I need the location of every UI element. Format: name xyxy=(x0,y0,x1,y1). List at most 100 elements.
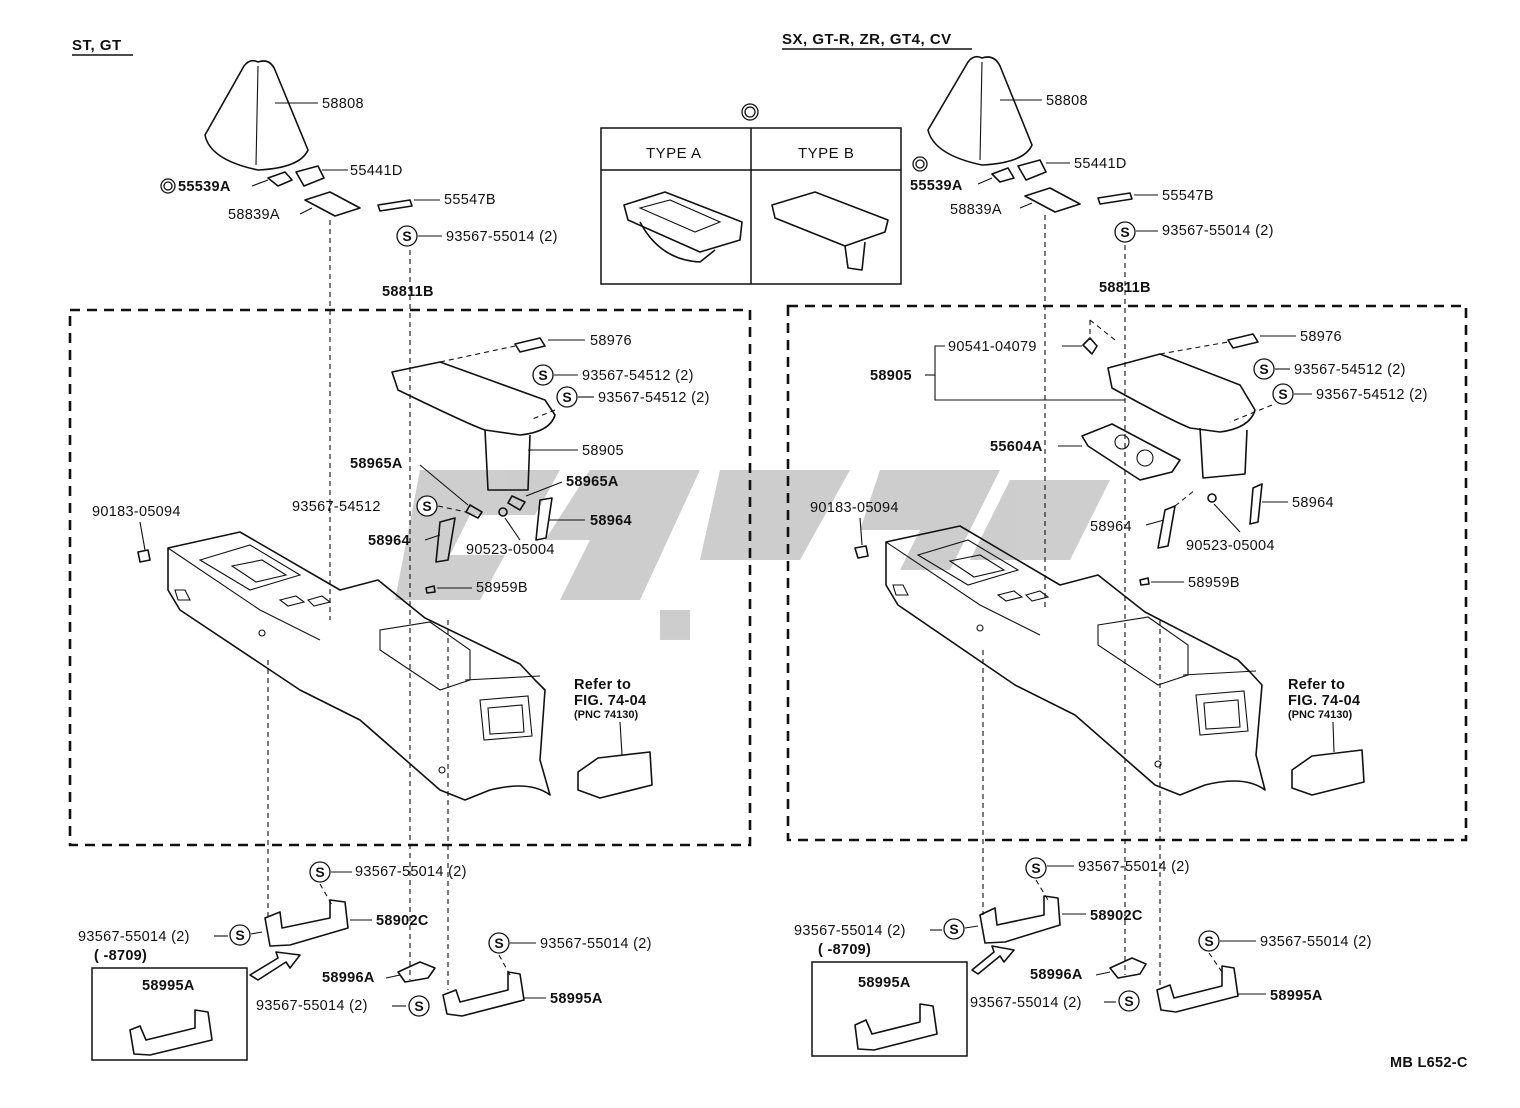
label-55441d-right: 55441D xyxy=(1074,156,1127,172)
label-58996a-right: 58996A xyxy=(1030,967,1083,983)
label-58995a-box-right: 58995A xyxy=(858,975,911,991)
plug-58959b-left xyxy=(425,585,436,594)
svg-text:S: S xyxy=(1120,224,1129,240)
label-58976-left: 58976 xyxy=(590,333,632,349)
label-58902c-left: 58902C xyxy=(376,913,429,929)
bracket-58902c-right xyxy=(979,895,1061,944)
label-90183-right: 90183-05094 xyxy=(810,500,899,516)
label-54512-b-right: 93567-54512 (2) xyxy=(1316,387,1428,403)
label-screw-b4-left: 93567-55014 (2) xyxy=(256,998,368,1014)
armrest-lid-left xyxy=(391,361,556,436)
console-vent-right xyxy=(1195,690,1249,736)
console-body-right xyxy=(885,525,1266,796)
arrow-icon-right xyxy=(971,945,1015,975)
clip-90541-right xyxy=(1082,337,1098,355)
label-date-code-left: ( -8709) xyxy=(94,948,147,964)
cover-55441d-left xyxy=(295,165,325,187)
label-55539a-right: 55539A xyxy=(910,178,963,194)
label-54512-a-right: 93567-54512 (2) xyxy=(1294,362,1406,378)
bracket-58995a-box-right xyxy=(854,1003,938,1051)
inset-box-right xyxy=(811,961,968,1057)
right-group: SX, GT-R, ZR, GT4, CV 58808 55441D 55539… xyxy=(782,31,1468,1057)
label-58811b-left: 58811B xyxy=(382,284,434,300)
footer-code: MB L652-C xyxy=(1390,1055,1468,1071)
label-58839a-right: 58839A xyxy=(950,202,1002,218)
clip-55547b-right xyxy=(1097,192,1133,205)
s-symbol-icon: S xyxy=(396,225,418,247)
label-58964-left-b: 58964 xyxy=(590,513,632,529)
label-58808-left: 58808 xyxy=(322,96,364,112)
label-date-code-right: ( -8709) xyxy=(818,942,871,958)
armrest-hinge-left xyxy=(484,429,531,491)
watermark-logo xyxy=(395,470,1110,640)
label-screw-b1-right: 93567-55014 (2) xyxy=(1078,859,1190,875)
clip-90183-right xyxy=(854,545,869,559)
variant-label-left: ST, GT xyxy=(72,37,122,54)
label-58959b-right: 58959B xyxy=(1188,575,1240,591)
label-55604a-right: 55604A xyxy=(990,439,1043,455)
label-90523-right: 90523-05004 xyxy=(1186,538,1275,554)
clip-55547b-left xyxy=(377,199,413,212)
bracket-58902c-left xyxy=(264,899,349,947)
label-screw-b3-left: 93567-55014 (2) xyxy=(540,936,652,952)
label-screw-top-right: 93567-55014 (2) xyxy=(1162,223,1274,239)
svg-text:S: S xyxy=(1259,361,1268,377)
label-58808-right: 58808 xyxy=(1046,93,1088,109)
label-54512-a-left: 93567-54512 (2) xyxy=(582,368,694,384)
svg-text:S: S xyxy=(402,228,411,244)
left-group: ST, GT 58808 55441D 55539A 58839A 55547B… xyxy=(68,37,752,1061)
bracket-58995a-left xyxy=(442,971,525,1017)
label-55547b-left: 55547B xyxy=(444,192,496,208)
spring-90523-right xyxy=(1207,493,1217,503)
label-screw-b1-left: 93567-55014 (2) xyxy=(355,864,467,880)
stay-58964-right-b xyxy=(1249,483,1263,525)
type-a-part xyxy=(623,191,743,253)
label-58995a-left: 58995A xyxy=(550,991,603,1007)
holder-55604a-right xyxy=(1081,423,1181,481)
plate-58839a-left xyxy=(304,191,361,217)
stay-58964-left-b xyxy=(535,497,553,541)
hinge-58976-right xyxy=(1227,333,1259,349)
label-58995a-right: 58995A xyxy=(1270,988,1323,1004)
svg-text:S: S xyxy=(414,998,423,1014)
label-90523-left: 90523-05004 xyxy=(466,542,555,558)
plate-58839a-right xyxy=(1024,187,1081,213)
label-screw-b2-left: 93567-55014 (2) xyxy=(78,929,190,945)
svg-text:S: S xyxy=(1204,933,1213,949)
console-body-left xyxy=(167,531,551,801)
label-58996a-left: 58996A xyxy=(322,970,375,986)
svg-text:S: S xyxy=(422,498,431,514)
label-58964-right-b: 58964 xyxy=(1292,495,1334,511)
svg-text:S: S xyxy=(1031,860,1040,876)
bracket-58995a-box-left xyxy=(129,1009,213,1056)
label-58959b-left: 58959B xyxy=(476,580,528,596)
label-refer1-right: Refer to xyxy=(1288,677,1345,693)
svg-text:S: S xyxy=(315,864,324,880)
console-vent-left xyxy=(479,695,533,741)
label-90541-right: 90541-04079 xyxy=(948,339,1037,355)
label-58965a-left-a: 58965A xyxy=(350,456,403,472)
label-54512-b-left: 93567-54512 (2) xyxy=(598,390,710,406)
label-screw-b3-right: 93567-55014 (2) xyxy=(1260,934,1372,950)
type-inset: TYPE A TYPE B xyxy=(600,103,902,285)
svg-text:S: S xyxy=(1124,993,1133,1009)
ashtray-right xyxy=(1291,749,1365,796)
type-a-label: TYPE A xyxy=(646,145,702,162)
plug-55539a-right xyxy=(991,167,1015,183)
label-58995a-box-left: 58995A xyxy=(142,978,195,994)
type-b-part xyxy=(771,191,889,247)
stay-58965a-left xyxy=(507,495,526,511)
assembly-frame-right xyxy=(786,304,1468,842)
variant-label-right: SX, GT-R, ZR, GT4, CV xyxy=(782,31,952,48)
label-refer3-left: (PNC 74130) xyxy=(574,709,639,721)
svg-text:S: S xyxy=(494,935,503,951)
armrest-lid-right xyxy=(1107,353,1256,433)
svg-text:S: S xyxy=(1278,386,1287,402)
label-screw-b2-right: 93567-55014 (2) xyxy=(794,923,906,939)
label-58839a-left: 58839A xyxy=(228,207,280,223)
shift-boot-left xyxy=(204,59,309,171)
type-b-label: TYPE B xyxy=(798,145,854,162)
label-55539a-left: 55539A xyxy=(178,179,231,195)
svg-text:S: S xyxy=(562,389,571,405)
